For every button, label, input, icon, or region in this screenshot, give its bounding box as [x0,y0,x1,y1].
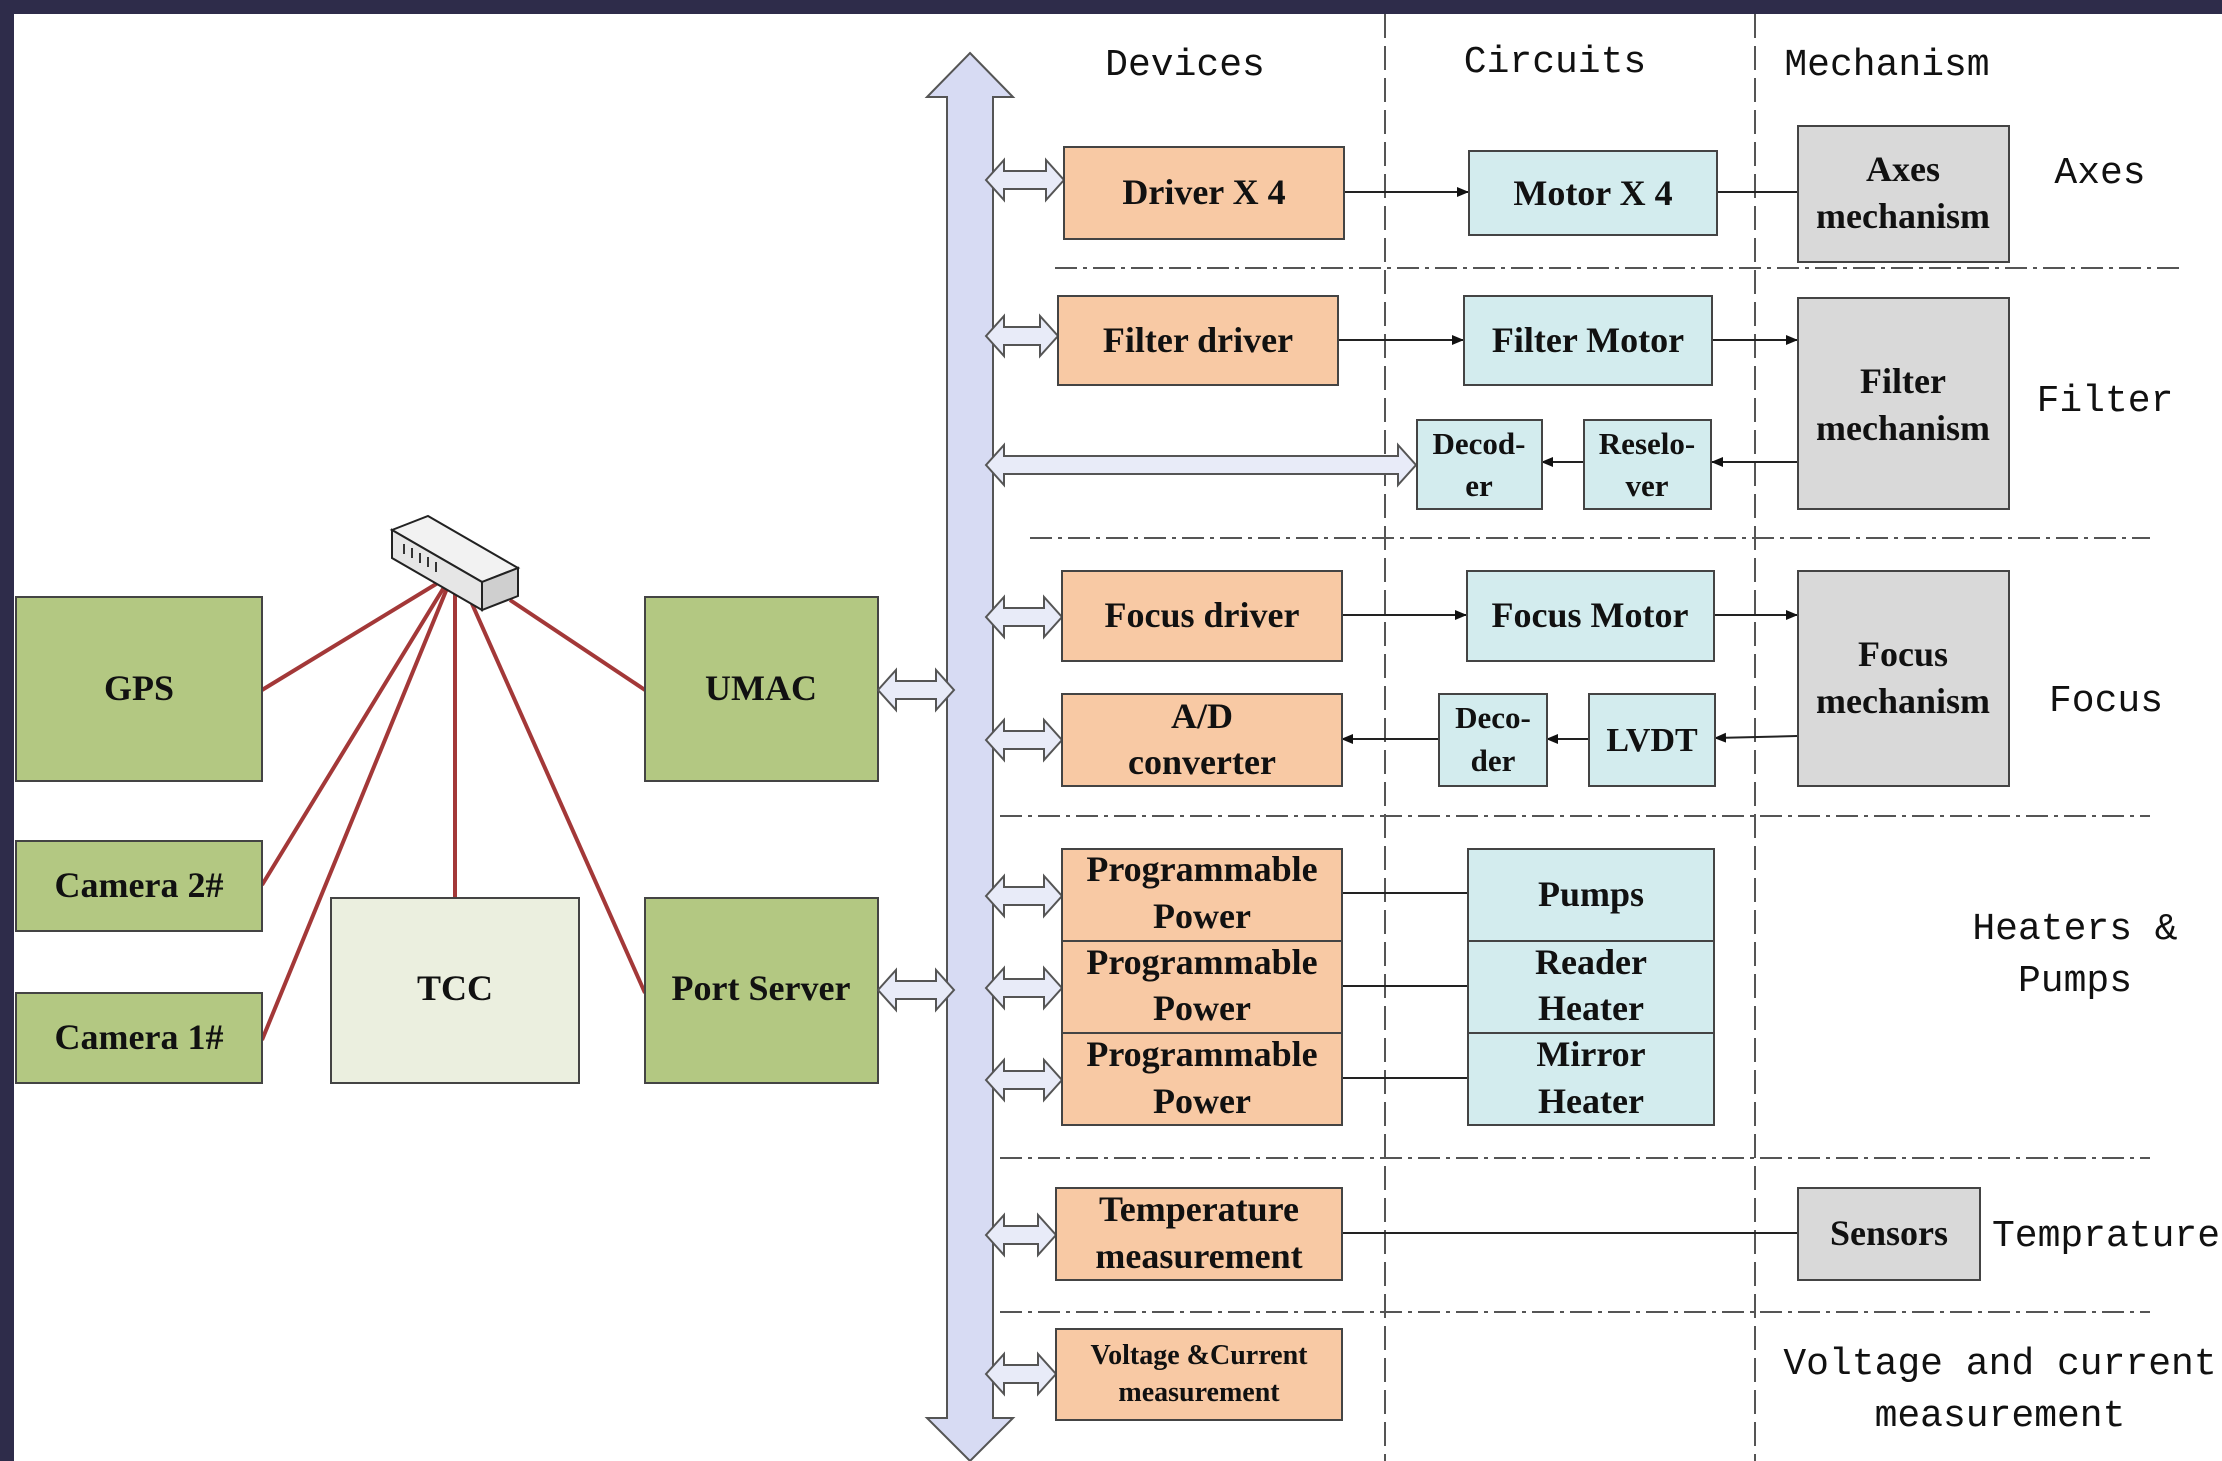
temp-meas-label-2: measurement [1095,1236,1302,1276]
reader-heater-box: Reader Heater [1467,940,1715,1034]
decoder-focus-label-1: Deco- [1455,700,1531,735]
temp-meas-label-1: Temperature [1099,1189,1299,1229]
tcc-label: TCC [417,968,493,1008]
filter-motor-box: Filter Motor [1463,295,1713,386]
tcc-box: TCC [330,897,580,1084]
filter-driver-label: Filter driver [1103,320,1293,360]
pumps-label: Pumps [1538,874,1644,914]
category-axes: Axes [2054,152,2145,195]
category-heaters-2: Pumps [2018,960,2132,1003]
decoder-focus-label-2: der [1471,743,1516,778]
category-temperature: Temprature [1992,1215,2220,1258]
filter-mechanism-box: Filter mechanism [1797,297,2010,510]
sensors-box: Sensors [1797,1187,1981,1281]
decoder-filter-label-2: er [1465,468,1493,503]
focus-driver-box: Focus driver [1061,570,1343,662]
axes-mech-label-1: Axes [1866,149,1940,189]
reader-heater-label-1: Reader [1535,942,1647,982]
row-separators [1000,267,2180,1313]
driver-x4-label: Driver X 4 [1122,172,1285,212]
bus-connectors [876,157,1418,1397]
gps-box: GPS [15,596,263,782]
header-devices: Devices [1105,44,1265,87]
umac-label: UMAC [705,668,817,708]
port-server-box: Port Server [644,897,879,1084]
mirror-heater-box: Mirror Heater [1467,1032,1715,1126]
pp2-label-1: Programmable [1086,942,1317,982]
camera1-label: Camera 1# [55,1017,224,1057]
decoder-filter-label-1: Decod- [1433,426,1526,461]
category-voltage-1: Voltage and current [1783,1343,2216,1386]
reselover-label-1: Reselo- [1599,426,1695,461]
category-filter: Filter [2037,380,2174,423]
focus-mech-label-1: Focus [1858,634,1948,674]
filter-motor-label: Filter Motor [1492,320,1684,360]
camera1-box: Camera 1# [15,992,263,1084]
port-server-label: Port Server [672,968,851,1008]
header-circuits: Circuits [1464,41,1646,84]
category-heaters-1: Heaters & [1972,908,2177,951]
lvdt-label: LVDT [1606,722,1698,759]
network-cables [260,576,647,1041]
motor-x4-label: Motor X 4 [1513,173,1672,213]
category-voltage-2: measurement [1875,1395,2126,1438]
network-switch-icon [389,514,521,612]
filter-mech-label-2: mechanism [1816,408,1990,448]
driver-x4-box: Driver X 4 [1063,146,1345,240]
camera2-label: Camera 2# [55,865,224,905]
programmable-power-3-box: Programmable Power [1061,1032,1343,1126]
programmable-power-2-box: Programmable Power [1061,940,1343,1034]
header-mechanism: Mechanism [1784,44,1989,87]
signal-lines [1338,187,1798,1234]
ad-converter-label-1: A/D [1171,696,1233,736]
reselover-label-2: ver [1625,468,1668,503]
axes-mech-label-2: mechanism [1816,196,1990,236]
voltage-current-measurement-box: Voltage &Current measurement [1055,1328,1343,1421]
axes-mechanism-box: Axes mechanism [1797,125,2010,263]
pp1-label-2: Power [1153,896,1251,936]
filter-driver-box: Filter driver [1057,295,1339,386]
ad-converter-box: A/D converter [1061,693,1343,787]
pp3-label-2: Power [1153,1081,1251,1121]
focus-mechanism-box: Focus mechanism [1797,570,2010,787]
pp2-label-2: Power [1153,988,1251,1028]
programmable-power-1-box: Programmable Power [1061,848,1343,942]
camera2-box: Camera 2# [15,840,263,932]
decoder-focus-box: Deco- der [1438,693,1548,787]
pp1-label-1: Programmable [1086,849,1317,889]
motor-x4-box: Motor X 4 [1468,150,1718,236]
focus-driver-label: Focus driver [1105,595,1300,635]
mirror-heater-label-1: Mirror [1536,1034,1645,1074]
volt-meas-label-2: measurement [1118,1377,1280,1408]
gps-label: GPS [104,668,174,708]
ad-converter-label-2: converter [1128,742,1276,782]
decoder-filter-box: Decod- er [1416,419,1543,510]
reader-heater-label-2: Heater [1538,988,1644,1028]
volt-meas-label-1: Voltage &Current [1091,1340,1309,1371]
pumps-box: Pumps [1467,848,1715,942]
umac-box: UMAC [644,596,879,782]
focus-motor-label: Focus Motor [1492,595,1689,635]
pp3-label-1: Programmable [1086,1034,1317,1074]
focus-mech-label-2: mechanism [1816,681,1990,721]
filter-mech-label-1: Filter [1860,361,1946,401]
category-focus: Focus [2049,680,2163,723]
mirror-heater-label-2: Heater [1538,1081,1644,1121]
lvdt-box: LVDT [1588,693,1716,787]
system-bus-arrow [924,51,1016,1461]
reselover-box: Reselo- ver [1583,419,1712,510]
focus-motor-box: Focus Motor [1466,570,1715,662]
temperature-measurement-box: Temperature measurement [1055,1187,1343,1281]
sensors-label: Sensors [1830,1213,1948,1253]
